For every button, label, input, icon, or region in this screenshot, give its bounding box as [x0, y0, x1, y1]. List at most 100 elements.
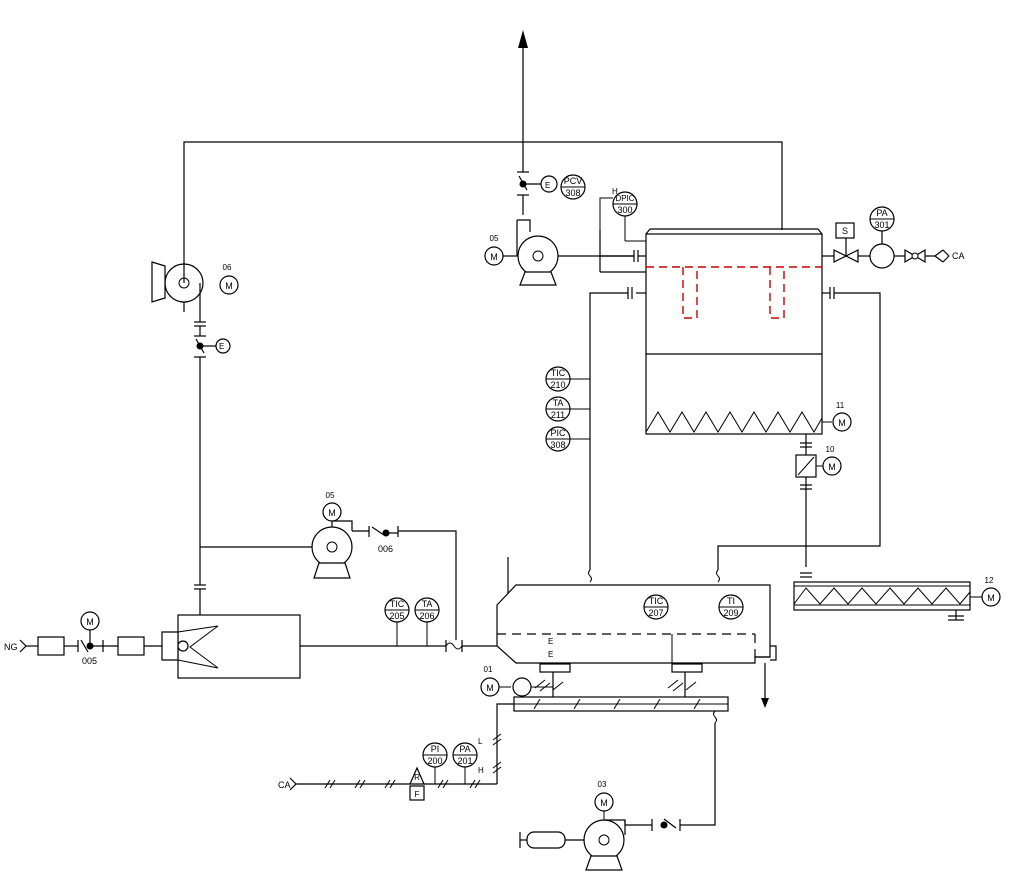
svg-text:301: 301	[874, 220, 889, 230]
motor-01[interactable]: M 01	[480, 665, 553, 697]
pa-201-low-flag: L	[478, 737, 483, 746]
svg-text:PI: PI	[431, 744, 440, 754]
upper-vessel	[645, 228, 823, 435]
svg-text:TIC: TIC	[649, 596, 664, 606]
svg-text:TI: TI	[727, 596, 735, 606]
check-valve-006[interactable]: 006	[368, 526, 457, 640]
motor-10[interactable]: M 10	[822, 445, 842, 476]
tic-207-instrument[interactable]: TIC 207	[643, 594, 669, 620]
svg-text:206: 206	[419, 611, 434, 621]
compressed-air-line: CA	[278, 703, 514, 791]
ti-209-instrument[interactable]: TI 209	[718, 594, 744, 620]
natural-gas-line: NG 005	[4, 630, 162, 666]
vessel-air-inlet-line: CA	[822, 231, 965, 269]
vessel-right-riser	[716, 287, 881, 583]
motor-05-top-number: 05	[490, 234, 499, 243]
bottom-blower-03[interactable]	[519, 710, 717, 871]
mid-fan-05[interactable]	[200, 520, 369, 579]
motor-11[interactable]: M 11	[822, 401, 852, 432]
pa-301-instrument[interactable]: PA 301	[869, 206, 895, 232]
ta-211-instrument[interactable]: TA 211	[545, 396, 590, 422]
motor-05-top[interactable]: M 05	[484, 234, 517, 266]
valve-005-label: 005	[82, 656, 97, 666]
tic-205-instrument[interactable]: TIC 205	[384, 597, 410, 646]
pcv-308-instrument[interactable]: PCV 308	[560, 174, 586, 200]
motor-05-mid[interactable]: M 05	[322, 491, 342, 522]
svg-text:E: E	[545, 181, 550, 190]
motor-12[interactable]: M 12	[981, 576, 1001, 607]
dpic-high-flag: H	[612, 187, 618, 196]
svg-text:11: 11	[836, 401, 845, 410]
svg-text:F: F	[415, 790, 420, 799]
pi-200-instrument[interactable]: PI 200	[422, 742, 448, 784]
svg-text:308: 308	[550, 440, 565, 450]
svg-text:M: M	[600, 798, 608, 808]
motor-ng-valve[interactable]: M	[80, 611, 100, 631]
ng-label: NG	[4, 642, 18, 652]
svg-text:TA: TA	[553, 398, 564, 408]
svg-text:M: M	[86, 617, 94, 627]
svg-text:PA: PA	[876, 208, 887, 218]
svg-text:205: 205	[389, 611, 404, 621]
vessel-inlet-left	[599, 230, 646, 273]
svg-text:300: 300	[617, 205, 632, 215]
svg-text:03: 03	[598, 780, 607, 789]
svg-text:M: M	[490, 252, 498, 262]
svg-text:TA: TA	[422, 599, 433, 609]
pa-201-instrument[interactable]: PA 201 L H	[452, 737, 484, 784]
svg-text:10: 10	[826, 445, 835, 454]
exhaust-stack	[518, 30, 528, 215]
svg-text:M: M	[828, 462, 836, 472]
svg-text:M: M	[225, 281, 233, 291]
svg-text:209: 209	[723, 608, 738, 618]
pcv-308-tag: PCV	[564, 176, 583, 186]
solenoid-valve[interactable]: S	[835, 222, 855, 239]
svg-text:211: 211	[551, 410, 565, 420]
kiln-mark-2: E	[548, 650, 553, 659]
dpic-300-instrument[interactable]: DPIC 300 H	[599, 187, 646, 242]
svg-text:01: 01	[484, 665, 493, 674]
svg-text:TIC: TIC	[551, 368, 566, 378]
svg-text:210: 210	[550, 380, 565, 390]
svg-text:12: 12	[985, 576, 994, 585]
pic-308-instrument[interactable]: PIC 308	[545, 426, 590, 452]
left-damper-valve[interactable]: E	[194, 302, 231, 585]
kiln-body: E E	[496, 584, 777, 708]
ca-label-right: CA	[952, 251, 965, 261]
svg-text:M: M	[328, 508, 336, 518]
pa-201-high-flag: H	[478, 766, 484, 775]
svg-text:S: S	[842, 226, 848, 236]
valve-006-label: 006	[378, 544, 393, 554]
svg-text:207: 207	[648, 608, 663, 618]
screw-conveyor-12	[793, 572, 982, 621]
pcv-308-number: 308	[565, 188, 580, 198]
svg-text:201: 201	[457, 756, 472, 766]
svg-text:DPIC: DPIC	[615, 194, 634, 203]
air-regulator-filter[interactable]: R F	[409, 766, 425, 801]
tic-210-instrument[interactable]: TIC 210	[545, 366, 590, 392]
svg-text:R: R	[414, 773, 420, 782]
svg-text:TIC: TIC	[390, 599, 405, 609]
svg-text:M: M	[838, 418, 846, 428]
left-fan-06[interactable]	[151, 261, 204, 312]
svg-text:M: M	[987, 593, 995, 603]
ca-label-left: CA	[278, 780, 291, 790]
motor-06[interactable]: M 06	[219, 263, 239, 295]
stack-damper-valve[interactable]: E	[517, 171, 558, 196]
ta-206-instrument[interactable]: TA 206	[414, 597, 440, 646]
svg-text:E: E	[219, 342, 224, 351]
svg-text:M: M	[486, 683, 494, 693]
svg-text:05: 05	[326, 491, 335, 500]
svg-text:06: 06	[223, 263, 232, 272]
motor-03[interactable]: M 03	[594, 780, 614, 820]
vessel-left-riser	[588, 287, 646, 583]
combustion-chamber	[161, 584, 446, 679]
svg-text:PIC: PIC	[550, 428, 566, 438]
rotary-valve-10[interactable]	[795, 434, 824, 567]
kiln-mark-1: E	[548, 637, 553, 646]
svg-text:200: 200	[427, 756, 442, 766]
top-exhaust-fan[interactable]	[516, 219, 634, 286]
top-header-duct	[183, 141, 783, 264]
svg-text:PA: PA	[459, 744, 470, 754]
